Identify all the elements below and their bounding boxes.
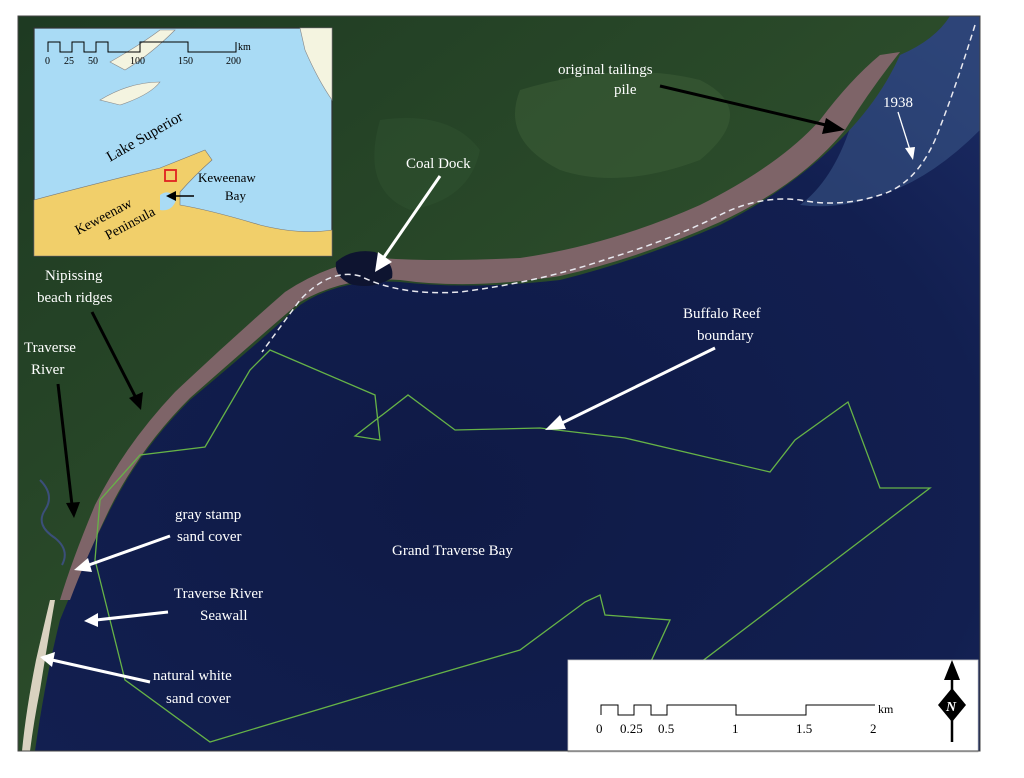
- scale-bar: [600, 704, 875, 716]
- label-seawall: Seawall: [200, 608, 247, 624]
- inset-shore: [299, 27, 333, 101]
- label-grand-traverse-bay: Grand Traverse Bay: [392, 543, 513, 559]
- inset-island: [109, 29, 176, 71]
- traverse-river: [39, 479, 66, 566]
- label-nipissing: Nipissing: [45, 268, 103, 284]
- arrow-seawall: [95, 610, 169, 622]
- label-white-sand: sand cover: [166, 691, 231, 707]
- inset-scale-tick: 100: [130, 56, 145, 67]
- label-gray-stamp: gray stamp: [175, 507, 241, 523]
- inset-scale-tick: 150: [178, 56, 193, 67]
- arrow-coal-dock: [380, 175, 442, 261]
- label-original-tailings: original tailings: [558, 62, 653, 78]
- inset-scale-tick: 0: [45, 56, 50, 67]
- inset-scale-unit: km: [238, 42, 251, 53]
- label-buffalo-reef: Buffalo Reef: [683, 306, 761, 322]
- arrow-nipissing: [90, 311, 138, 399]
- inset-scale-tick: 25: [64, 56, 74, 67]
- scale-bar-tick: 0.25: [620, 721, 643, 736]
- north-arrow-icon: N: [938, 660, 966, 742]
- scale-bar-tick: 0.5: [658, 721, 674, 736]
- inset-map: km 0 25 50 100 150 200 Lake Superior Kew…: [33, 27, 333, 257]
- arrow-white-sand: [51, 658, 151, 684]
- scale-bar-tick: 1.5: [796, 721, 812, 736]
- label-1938: 1938: [883, 95, 913, 111]
- label-seawall: Traverse River: [174, 586, 263, 602]
- arrow-buffalo-reef: [559, 346, 716, 426]
- shoreline-1938: [261, 24, 976, 353]
- inset-location-marker: [164, 169, 177, 182]
- inset-land: [33, 149, 333, 257]
- inset-scale-bar: [47, 41, 237, 53]
- scale-bar-tick: 0: [596, 721, 603, 736]
- label-gray-stamp: sand cover: [177, 529, 242, 545]
- label-traverse-river: River: [31, 362, 64, 378]
- label-original-tailings: pile: [614, 82, 637, 98]
- label-buffalo-reef: boundary: [697, 328, 754, 344]
- shallow-water: [800, 16, 980, 207]
- inset-island: [99, 81, 161, 106]
- arrow-1938: [897, 111, 911, 151]
- white-sand-strip: [22, 600, 55, 751]
- inset-keweenaw-bay-label: Bay: [225, 188, 246, 203]
- label-coal-dock: Coal Dock: [406, 156, 471, 172]
- arrow-gray-stamp: [85, 534, 171, 568]
- arrow-traverse-river: [56, 383, 74, 506]
- arrow-original-tailings: [659, 84, 831, 128]
- north-arrow-label: N: [945, 700, 957, 715]
- scale-bar-unit: km: [878, 702, 894, 716]
- label-nipissing: beach ridges: [37, 290, 113, 306]
- buffalo-reef-boundary: [94, 349, 932, 743]
- inset-keweenaw-bay-label: Keweenaw: [198, 170, 256, 185]
- label-white-sand: natural white: [153, 668, 232, 684]
- scale-bar-tick: 1: [732, 721, 739, 736]
- label-traverse-river: Traverse: [24, 340, 76, 356]
- inset-scale-tick: 200: [226, 56, 241, 67]
- forest-patch: [515, 72, 730, 178]
- scale-bar-tick: 2: [870, 721, 877, 736]
- scale-bar-box: km 0 0.25 0.5 1 1.5 2 N: [567, 659, 979, 753]
- forest-patch: [374, 118, 480, 210]
- map-frame: [17, 15, 981, 752]
- inset-scale-tick: 50: [88, 56, 98, 67]
